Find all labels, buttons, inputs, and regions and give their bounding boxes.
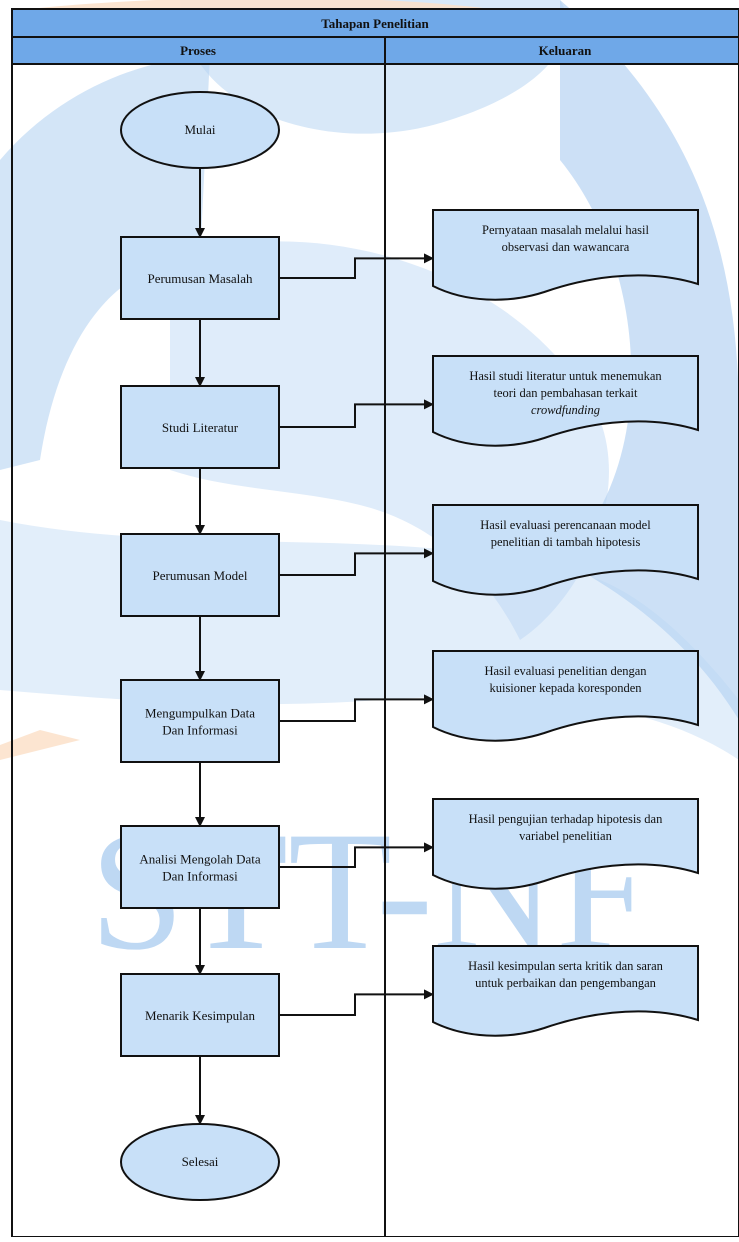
- output-connector-3: [279, 548, 434, 576]
- process-step-box-1: [120, 236, 280, 320]
- output-document-label: Hasil evaluasi penelitian dengan: [484, 664, 647, 678]
- process-step-label: Perumusan Masalah: [147, 271, 253, 286]
- column-header-process: Proses: [180, 43, 216, 58]
- output-connector-6: [279, 989, 434, 1016]
- watermark-orange-left: [0, 730, 80, 760]
- process-step-box-4: [120, 679, 280, 763]
- output-document-label: teori dan pembahasan terkait: [493, 386, 638, 400]
- process-step-box-2: [120, 385, 280, 469]
- output-connector-2: [279, 399, 434, 428]
- output-document-label: observasi dan wawancara: [502, 240, 630, 254]
- output-connector-5: [279, 842, 434, 868]
- end-label: Selesai: [182, 1154, 219, 1169]
- output-document-label: Hasil evaluasi perencanaan model: [480, 518, 651, 532]
- column-header-output: Keluaran: [539, 43, 592, 58]
- process-step-label: Analisi Mengolah Data: [139, 852, 261, 867]
- column-header-bar: [11, 36, 739, 65]
- output-document-label: Hasil kesimpulan serta kritik dan saran: [468, 959, 663, 973]
- output-document-4: [432, 650, 699, 742]
- process-step-label: Mengumpulkan Data: [145, 706, 255, 721]
- output-connector-1: [279, 253, 434, 279]
- output-document-2: [432, 355, 699, 447]
- output-document-label: variabel penelitian: [519, 829, 612, 843]
- process-step-label: Menarik Kesimpulan: [145, 1008, 256, 1023]
- process-step-box-3: [120, 533, 280, 617]
- output-document-label: Hasil studi literatur untuk menemukan: [469, 369, 662, 383]
- output-connector-4: [279, 694, 434, 722]
- process-step-box-5: [120, 825, 280, 909]
- output-document-1: [432, 209, 699, 301]
- process-step-label: Dan Informasi: [162, 723, 238, 738]
- output-document-label: kuisioner kepada koresponden: [489, 681, 642, 695]
- start-label: Mulai: [184, 122, 215, 137]
- process-step-label: Perumusan Model: [153, 568, 248, 583]
- output-document-6: [432, 945, 699, 1037]
- output-document-label: penelitian di tambah hipotesis: [491, 535, 641, 549]
- output-document-label: Pernyataan masalah melalui hasil: [482, 223, 649, 237]
- process-step-box-6: [120, 973, 280, 1057]
- process-step-label: Studi Literatur: [162, 420, 239, 435]
- diagram-title: Tahapan Penelitian: [321, 16, 429, 31]
- output-document-label: crowdfunding: [531, 403, 600, 417]
- output-document-5: [432, 798, 699, 890]
- process-step-label: Dan Informasi: [162, 869, 238, 884]
- output-document-3: [432, 504, 699, 596]
- output-document-label: untuk perbaikan dan pengembangan: [475, 976, 657, 990]
- output-document-label: Hasil pengujian terhadap hipotesis dan: [469, 812, 663, 826]
